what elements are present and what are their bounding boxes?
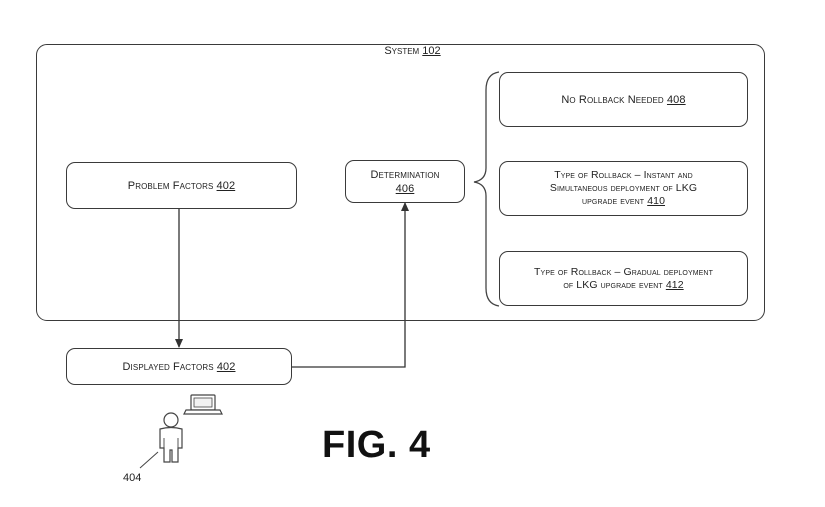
instant-rollback-box: Type of Rollback – Instant and Simultane… bbox=[499, 161, 748, 216]
system-label-text: System bbox=[384, 45, 420, 57]
problem-factors-ref: 402 bbox=[216, 179, 236, 192]
displayed-factors-label: Displayed Factors bbox=[122, 360, 214, 373]
user-icon bbox=[159, 412, 183, 463]
user-ref: 404 bbox=[123, 472, 142, 484]
displayed-factors-box: Displayed Factors 402 bbox=[66, 348, 292, 385]
displayed-factors-ref: 402 bbox=[216, 360, 236, 373]
determination-box: Determination 406 bbox=[345, 160, 465, 203]
instant-rollback-line3: upgrade event bbox=[581, 195, 645, 207]
instant-rollback-line1: Type of Rollback – Instant and bbox=[554, 169, 693, 181]
system-label: System 102 bbox=[0, 45, 825, 57]
problem-factors-label: Problem Factors bbox=[127, 179, 214, 192]
instant-rollback-line2: Simultaneous deployment of LKG bbox=[549, 182, 698, 194]
system-ref: 102 bbox=[422, 45, 441, 57]
no-rollback-label: No Rollback Needed bbox=[561, 93, 664, 106]
figure-label: FIG. 4 bbox=[322, 424, 431, 466]
gradual-rollback-line1: Type of Rollback – Gradual deployment bbox=[534, 265, 713, 278]
instant-rollback-ref: 410 bbox=[647, 195, 666, 207]
determination-ref: 406 bbox=[395, 182, 415, 195]
system-box bbox=[36, 44, 765, 321]
user-ref-leader bbox=[139, 451, 159, 469]
gradual-rollback-box: Type of Rollback – Gradual deployment of… bbox=[499, 251, 748, 306]
gradual-rollback-ref: 412 bbox=[665, 278, 684, 291]
gradual-rollback-line2: of LKG upgrade event bbox=[563, 278, 663, 291]
laptop-icon bbox=[183, 394, 223, 415]
problem-factors-box: Problem Factors 402 bbox=[66, 162, 297, 209]
no-rollback-ref: 408 bbox=[666, 93, 686, 106]
no-rollback-box: No Rollback Needed 408 bbox=[499, 72, 748, 127]
determination-label: Determination bbox=[370, 168, 440, 181]
